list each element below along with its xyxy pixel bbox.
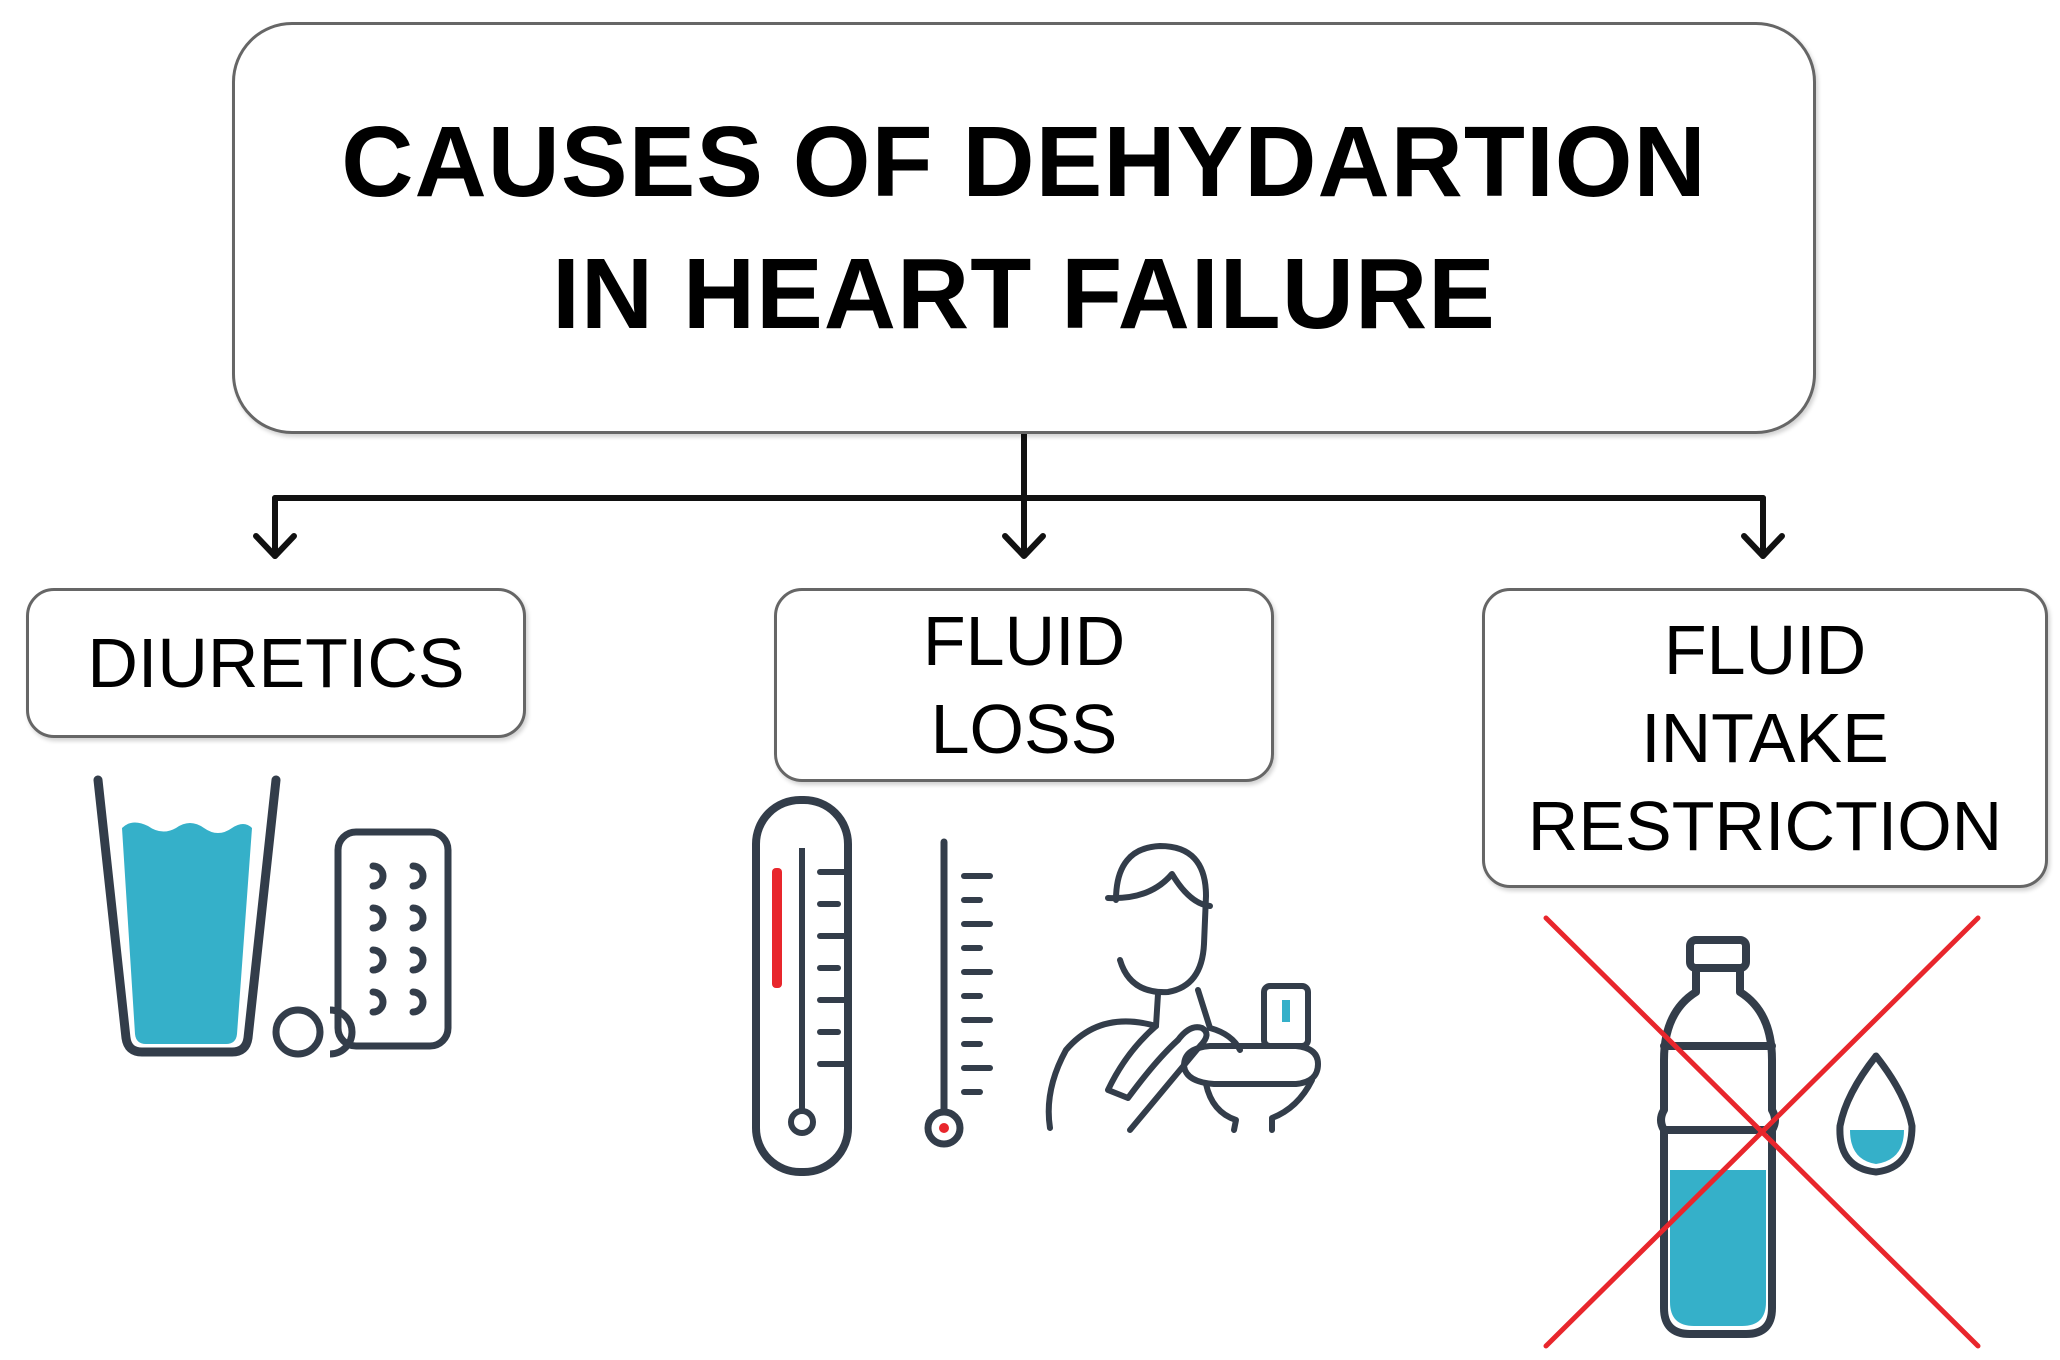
- thermometer-icon: [752, 796, 852, 1176]
- pill-blister-icon: [334, 828, 452, 1050]
- vomiting-person-icon: [1045, 843, 1321, 1133]
- water-drop-icon: [1836, 1052, 1916, 1176]
- title-box: CAUSES OF DEHYDARTION IN HEART FAILURE: [232, 22, 1816, 434]
- thermometer-thin-icon: [924, 838, 993, 1148]
- category-box-fluid-restriction: FLUID INTAKE RESTRICTION: [1482, 588, 2048, 888]
- category-label-line-1: FLUID: [922, 602, 1126, 680]
- category-box-diuretics: DIURETICS: [26, 588, 526, 738]
- title-line-1: CAUSES OF DEHYDARTION: [341, 106, 1707, 218]
- cross-out-icon: [1543, 915, 1981, 1349]
- category-label-line-3: RESTRICTION: [1527, 787, 2003, 865]
- category-label-line-2: INTAKE: [1641, 699, 1889, 777]
- arrowhead-left: [253, 533, 297, 559]
- category-box-fluid-loss: FLUID LOSS: [774, 588, 1274, 782]
- arrowhead-right: [1741, 533, 1785, 559]
- category-label-line-1: FLUID: [1663, 611, 1867, 689]
- title-line-2: IN HEART FAILURE: [552, 238, 1496, 350]
- category-label-line-2: LOSS: [930, 690, 1118, 768]
- water-glass-icon: [93, 775, 281, 1057]
- arrowhead-center: [1002, 533, 1046, 559]
- water-bottle-icon: [1657, 936, 1779, 1338]
- category-label: DIURETICS: [87, 624, 465, 702]
